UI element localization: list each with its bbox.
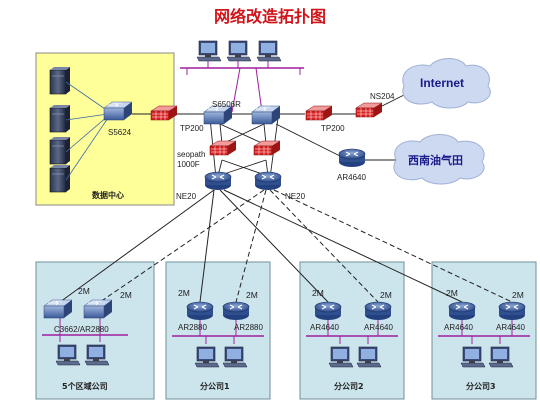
seopath-label: seopath 1000F — [177, 150, 206, 169]
branch3-caption: 分公司2 — [334, 382, 364, 391]
page-title: 网络改造拓扑图 — [213, 7, 326, 26]
ne20-router-icon — [204, 171, 232, 191]
branch1-routers-label: C3662/AR2880 — [54, 325, 109, 334]
wan-links-dashed — [99, 189, 513, 303]
tp200-right-label: TP200 — [321, 124, 345, 133]
datacenter-links — [65, 81, 109, 181]
ns204-label: NS204 — [370, 92, 395, 101]
branch2-router-left-label: AR2880 — [178, 323, 207, 332]
tp200-firewall-icon — [305, 105, 333, 121]
branch4-link-left: 2M — [446, 288, 458, 298]
s6506r-switch-icon — [251, 105, 281, 125]
ne20-router-icon — [254, 171, 282, 191]
branch4-caption: 分公司3 — [466, 382, 496, 391]
branch4-router-left-label: AR4640 — [444, 323, 473, 332]
branch3-link-left: 2M — [312, 288, 324, 298]
branch4-link-right: 2M — [512, 290, 524, 300]
ne20-right-label: NE20 — [285, 192, 306, 201]
top-pc-icon — [196, 40, 222, 62]
xinan-label: 西南油气田 — [408, 154, 463, 167]
branch2-caption: 分公司1 — [200, 382, 230, 391]
branch-3-devices — [306, 301, 398, 368]
ar4640-label: AR4640 — [337, 173, 366, 182]
wan-links-solid — [59, 189, 463, 303]
ns204-firewall-icon — [355, 102, 383, 118]
internet-cloud — [402, 58, 491, 109]
branch2-link-left: 2M — [178, 288, 190, 298]
branch-box-3 — [299, 261, 405, 400]
seopath-firewall-icon — [253, 140, 281, 156]
branch1-caption: 5个区域公司 — [62, 382, 108, 391]
tp200-left-label: TP200 — [180, 124, 204, 133]
ar4640-router-icon — [338, 148, 366, 168]
internet-label: Internet — [420, 76, 465, 90]
seopath-firewall-icon — [209, 140, 237, 156]
branch3-router-right-label: AR4640 — [364, 323, 393, 332]
ne20-left-label: NE20 — [176, 192, 197, 201]
branch-box-2 — [165, 261, 271, 400]
branch-box-1 — [35, 261, 155, 400]
branch1-link-left: 2M — [78, 286, 90, 296]
branch-box-4 — [431, 261, 537, 400]
branch1-link-right: 2M — [120, 290, 132, 300]
branch3-link-right: 2M — [380, 290, 392, 300]
s5624-label: S5624 — [108, 128, 132, 137]
branch-1-devices — [42, 299, 128, 366]
datacenter-caption: 数据中心 — [92, 191, 124, 200]
branch3-router-left-label: AR4640 — [310, 323, 339, 332]
top-pc-icon — [226, 40, 252, 62]
datacenter-servers — [49, 66, 71, 193]
branch-2-devices — [172, 301, 264, 368]
branch-4-devices — [438, 301, 530, 368]
xinan-cloud — [393, 134, 485, 185]
branch4-router-right-label: AR4640 — [496, 323, 525, 332]
branch2-link-right: 2M — [246, 290, 258, 300]
s6506r-label: S6506R — [212, 100, 241, 109]
top-pc-icon — [256, 40, 282, 62]
branch2-router-right-label: AR2880 — [234, 323, 263, 332]
